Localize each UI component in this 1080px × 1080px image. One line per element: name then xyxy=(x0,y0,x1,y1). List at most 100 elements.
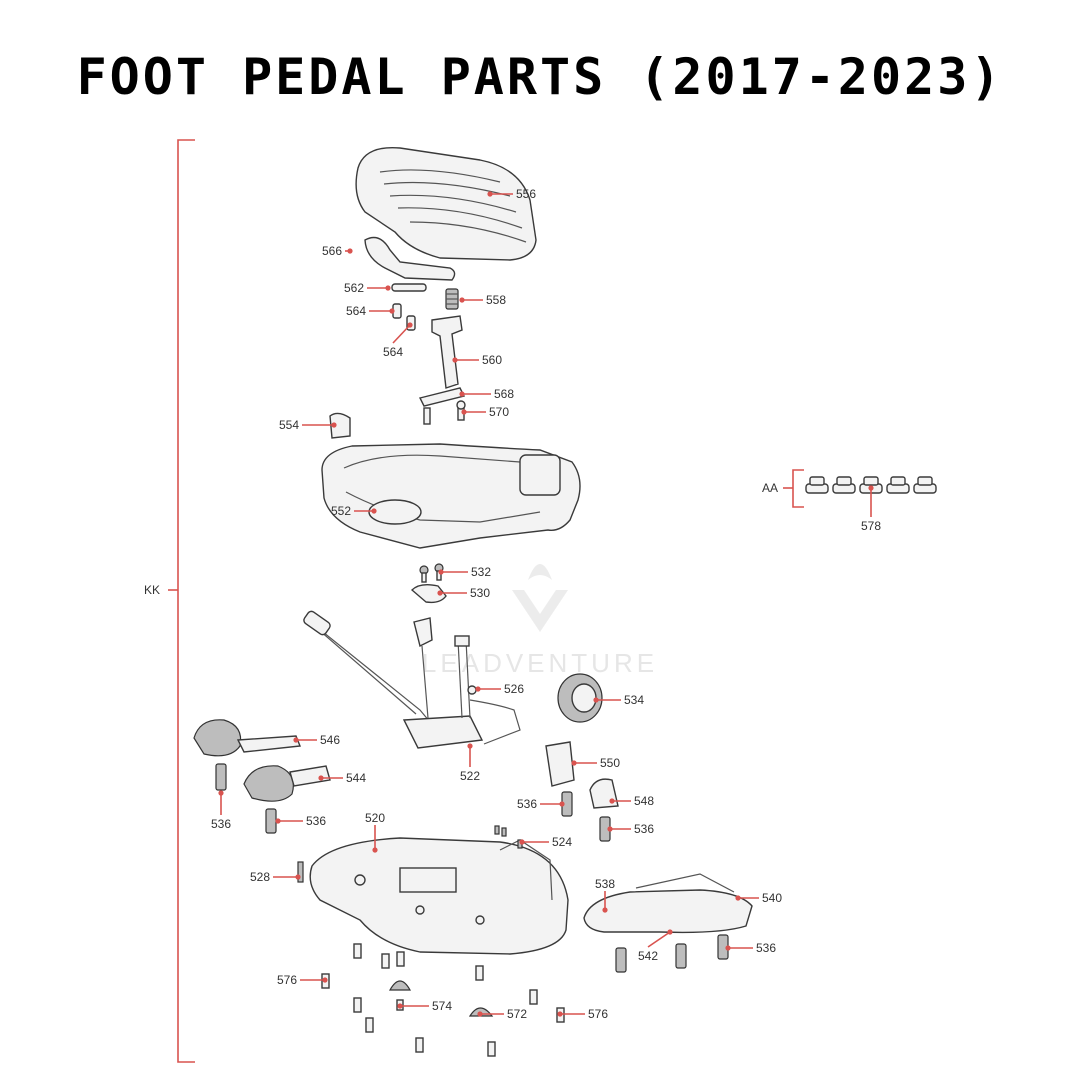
callout-label: 520 xyxy=(365,811,385,825)
callout-dot xyxy=(725,945,731,951)
callout-dot xyxy=(385,285,391,291)
callout-dot xyxy=(331,422,337,428)
callout-label: 564 xyxy=(383,345,403,359)
callout-566: 566 xyxy=(322,244,353,258)
callout-label: 578 xyxy=(861,519,881,533)
part-542-springs xyxy=(615,943,687,973)
callout-520: 520 xyxy=(365,811,385,853)
callout-label: 564 xyxy=(346,304,366,318)
callout-576: 576 xyxy=(557,1007,608,1021)
callout-dot xyxy=(372,847,378,853)
callout-550: 550 xyxy=(571,756,620,770)
part-536-spring-b xyxy=(265,808,277,834)
part-550-block xyxy=(545,741,575,787)
callout-dot xyxy=(559,801,565,807)
callout-label: 536 xyxy=(756,941,776,955)
callout-dot xyxy=(438,569,444,575)
callout-dot xyxy=(477,1011,483,1017)
callout-dot xyxy=(459,391,465,397)
callout-label: 552 xyxy=(331,504,351,518)
part-528-screw xyxy=(297,861,304,883)
callout-layer: 5565665625585645645605685705545525325305… xyxy=(211,187,881,1021)
callout-label: 526 xyxy=(504,682,524,696)
callout-dot xyxy=(397,1003,403,1009)
callout-dot xyxy=(347,248,353,254)
callout-label: 566 xyxy=(322,244,342,258)
callout-label: 562 xyxy=(344,281,364,295)
callout-dot xyxy=(735,895,741,901)
callout-dot xyxy=(557,1011,563,1017)
callout-534: 534 xyxy=(593,693,644,707)
callout-dot xyxy=(407,322,413,328)
callout-536: 536 xyxy=(517,797,565,811)
callout-546: 546 xyxy=(293,733,340,747)
aa-bracket: AA xyxy=(762,469,804,508)
callout-label: 536 xyxy=(306,814,326,828)
callout-dot xyxy=(571,760,577,766)
callout-570: 570 xyxy=(461,405,509,419)
callout-524: 524 xyxy=(519,835,572,849)
part-534-gear xyxy=(557,673,603,723)
callout-label: 576 xyxy=(277,973,297,987)
kk-bracket: KK xyxy=(144,139,195,1063)
callout-dot xyxy=(322,977,328,983)
callout-label: 538 xyxy=(595,877,615,891)
callout-label: 530 xyxy=(470,586,490,600)
callout-dot xyxy=(293,737,299,743)
part-548-bracket xyxy=(589,778,619,809)
part-546-cam xyxy=(193,719,301,757)
part-screw-link xyxy=(423,407,431,425)
callout-label: 560 xyxy=(482,353,502,367)
callout-574: 574 xyxy=(397,999,452,1013)
callout-dot xyxy=(437,590,443,596)
part-522-sensor-board xyxy=(402,617,521,749)
part-526-screw xyxy=(467,685,477,695)
callout-526: 526 xyxy=(475,682,524,696)
callout-572: 572 xyxy=(477,1007,527,1021)
part-552-housing xyxy=(321,443,581,549)
callout-548: 548 xyxy=(609,794,654,808)
callout-538: 538 xyxy=(595,877,615,913)
part-base-screws xyxy=(353,943,538,1057)
callout-label: 536 xyxy=(634,822,654,836)
callout-576: 576 xyxy=(277,973,328,987)
callout-532: 532 xyxy=(438,565,491,579)
callout-564: 564 xyxy=(346,304,395,318)
callout-label: 558 xyxy=(486,293,506,307)
part-560-arm xyxy=(431,315,463,389)
callout-536: 536 xyxy=(211,790,231,831)
callout-530: 530 xyxy=(437,586,490,600)
callout-leader xyxy=(392,324,411,344)
callout-label: 574 xyxy=(432,999,452,1013)
callout-536: 536 xyxy=(607,822,654,836)
callout-dot xyxy=(452,357,458,363)
watermark-text: LEADVENTURE xyxy=(422,648,658,678)
callout-dot xyxy=(318,775,324,781)
callout-label: 570 xyxy=(489,405,509,419)
part-562-pin xyxy=(391,283,427,292)
callout-dot xyxy=(275,818,281,824)
part-530-clamp xyxy=(410,583,447,604)
callout-558: 558 xyxy=(459,293,506,307)
callout-label: 550 xyxy=(600,756,620,770)
callout-dot xyxy=(868,485,874,491)
cable-harness xyxy=(303,610,431,723)
callout-label: 540 xyxy=(762,891,782,905)
callout-label: 572 xyxy=(507,1007,527,1021)
callout-label: 544 xyxy=(346,771,366,785)
part-578-clips xyxy=(805,476,937,494)
callout-label: 528 xyxy=(250,870,270,884)
callout-540: 540 xyxy=(735,891,782,905)
callout-536: 536 xyxy=(725,941,776,955)
callout-leader xyxy=(647,931,671,948)
callout-dot xyxy=(667,929,673,935)
page-title: FOOT PEDAL PARTS (2017-2023) xyxy=(76,48,1004,106)
callout-dot xyxy=(461,409,467,415)
callout-522: 522 xyxy=(460,743,480,783)
part-520-base-plate xyxy=(309,837,569,955)
callout-dot xyxy=(602,907,608,913)
callout-560: 560 xyxy=(452,353,502,367)
aa-label: AA xyxy=(762,481,778,495)
watermark: LEADVENTURE xyxy=(422,564,658,678)
part-568-link xyxy=(418,387,466,407)
